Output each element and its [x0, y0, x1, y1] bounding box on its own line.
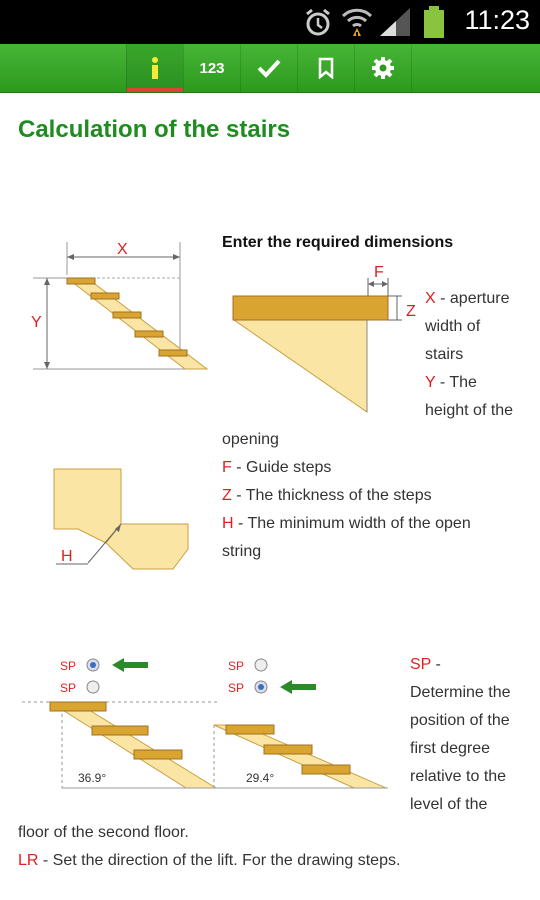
tab-check[interactable] [240, 44, 297, 92]
f-text: - Guide steps [231, 459, 332, 476]
tab-calc[interactable]: 123 [183, 44, 240, 92]
lr-line: LR - Set the direction of the lift. For … [18, 847, 400, 875]
sp-radio-2 [86, 680, 100, 694]
x-key: X [425, 290, 436, 307]
label-h: H [61, 548, 73, 565]
numbers-icon: 123 [199, 59, 225, 77]
active-tab-indicator [127, 88, 183, 92]
tab-settings[interactable] [354, 44, 412, 92]
label-z: Z [406, 303, 416, 320]
sp-line4: relative to the [410, 768, 507, 785]
x-line2: width of [425, 318, 481, 335]
sp-left-angle: 36.9° [78, 771, 106, 785]
label-f: F [374, 264, 384, 281]
sp-left-diagram: SP SP 36.9° [22, 658, 220, 789]
tab-info[interactable] [126, 44, 183, 92]
lr-text: - Set the direction of the lift. For the… [38, 852, 401, 869]
h-line1: H - The minimum width of the open [222, 510, 471, 538]
sp-line5: level of the [410, 796, 488, 813]
sp-line6: floor of the second floor. [18, 824, 189, 841]
sp-label-2: SP [60, 681, 76, 695]
wifi-icon [341, 8, 373, 36]
y-line3: opening [222, 431, 279, 448]
clock: 11:23 [464, 5, 530, 35]
info-icon [152, 57, 158, 79]
sp-line2: position of the [410, 712, 510, 729]
toolbar: 123 [0, 44, 540, 93]
f-key: F [222, 459, 232, 476]
arrow-icon [112, 658, 148, 672]
label-x: X [117, 241, 128, 258]
sp-right-angle: 29.4° [246, 771, 274, 785]
gear-icon [372, 57, 394, 79]
x-line1: X - aperture [425, 285, 509, 313]
sp-line3: first degree [410, 740, 491, 757]
tab-bookmark[interactable] [297, 44, 354, 92]
sp-radio-3 [254, 658, 268, 672]
lr-key: LR [18, 852, 39, 869]
x-text: - aperture [435, 290, 510, 307]
arrow-icon [280, 680, 316, 694]
y-line2: height of the [425, 402, 514, 419]
sp-right-diagram: SP SP 29.4° [213, 658, 388, 789]
bookmark-icon [318, 57, 334, 79]
sp-key: SP [410, 656, 432, 673]
f-line: F - Guide steps [222, 454, 331, 482]
instructions-heading: Enter the required dimensions [222, 234, 454, 251]
z-text: - The thickness of the steps [231, 487, 432, 504]
z-line: Z - The thickness of the steps [222, 482, 432, 510]
alarm-icon [306, 8, 330, 36]
battery-icon [424, 6, 444, 38]
sp-line1: Determine the [410, 684, 511, 701]
h-line2: string [222, 543, 262, 560]
signal-icon [380, 8, 410, 36]
sp-line0: SP - [410, 651, 441, 679]
sp-label-3: SP [228, 659, 244, 673]
stair-fz-diagram: F Z [232, 264, 416, 413]
h-key: H [222, 515, 234, 532]
sp-label-4: SP [228, 681, 244, 695]
sp-label-1: SP [60, 659, 76, 673]
page-title: Calculation of the stairs [18, 116, 291, 143]
check-icon [257, 59, 281, 78]
y-text: - The [435, 374, 477, 391]
y-key: Y [425, 374, 436, 391]
x-line3: stairs [425, 346, 464, 363]
stair-xy-diagram: X Y [31, 241, 209, 370]
status-bar: 11:23 [0, 0, 540, 44]
stair-h-diagram: H [53, 468, 189, 570]
label-y: Y [31, 314, 42, 331]
h-text: - The minimum width of the open [233, 515, 471, 532]
y-line1: Y - The [425, 369, 477, 397]
z-key: Z [222, 487, 232, 504]
sp-dash: - [431, 656, 441, 673]
